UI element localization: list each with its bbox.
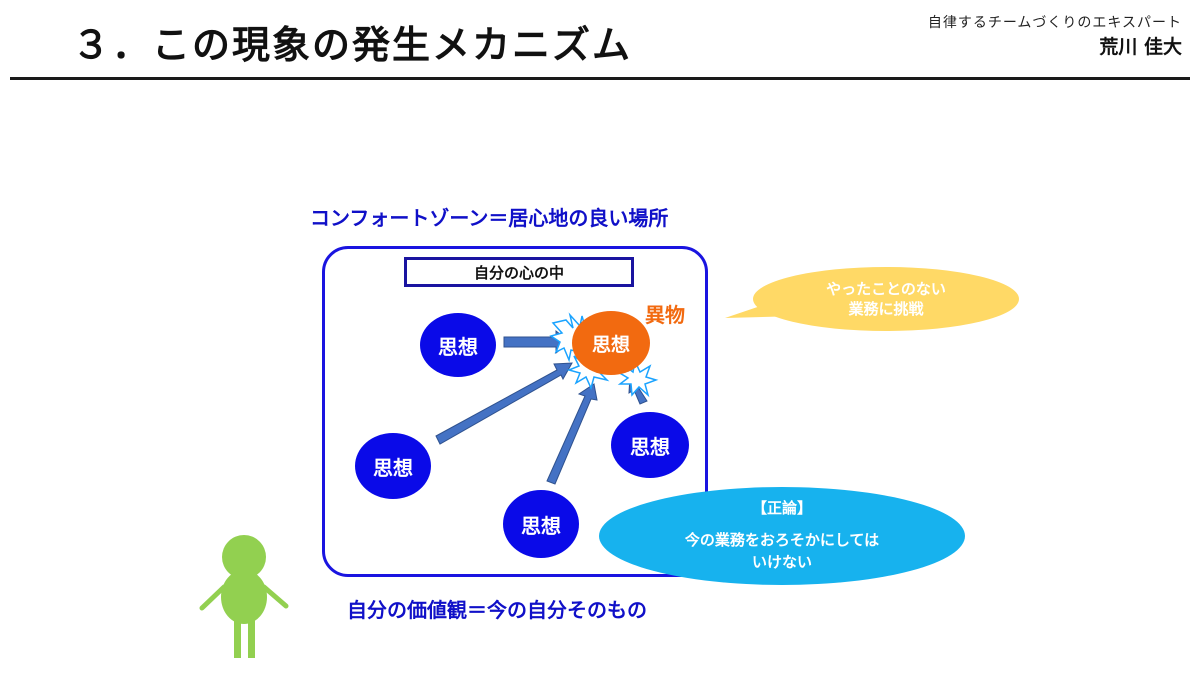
challenge-speech-bubble: やったことのない 業務に挑戦 [753, 267, 1019, 331]
slide-title: ３．この現象の発生メカニズム [72, 23, 633, 67]
thought-node-right: 思想 [611, 412, 689, 478]
person-head [222, 535, 266, 579]
person-right-arm [261, 584, 289, 609]
author-name: 荒川 佳大 [1099, 36, 1182, 58]
title-divider [10, 77, 1190, 80]
person-left-arm [199, 584, 227, 611]
argument-line-2: いけない [751, 552, 812, 571]
foreign-thought-node: 思想 [572, 311, 650, 375]
thought-node-bottom: 思想 [503, 490, 579, 558]
arrows [435, 329, 648, 485]
argument-line-1: 今の業務をおろそかにしては [684, 531, 880, 550]
person-left-leg [234, 618, 241, 658]
challenge-line-1: やったことのない [826, 279, 946, 298]
comfort-zone-caption: コンフォートゾーン＝居心地の良い場所 [310, 206, 669, 230]
author-tagline: 自律するチームづくりのエキスパート [927, 15, 1182, 31]
person-right-leg [248, 618, 255, 658]
person-body [221, 570, 267, 624]
mind-label: 自分の心の中 [404, 257, 634, 287]
argument-speech-bubble: 【正論】 今の業務をおろそかにしては いけない [599, 487, 965, 585]
thought-node-top-left: 思想 [420, 313, 496, 377]
foreign-body-label: 異物 [645, 303, 685, 327]
argument-heading: 【正論】 [751, 499, 812, 518]
values-caption: 自分の価値観＝今の自分そのもの [347, 598, 647, 622]
challenge-line-2: 業務に挑戦 [848, 300, 924, 318]
arrow-left-lower [435, 362, 573, 445]
person-figure [199, 535, 289, 658]
arrow-bottom [546, 383, 598, 485]
thought-node-left: 思想 [355, 433, 431, 499]
